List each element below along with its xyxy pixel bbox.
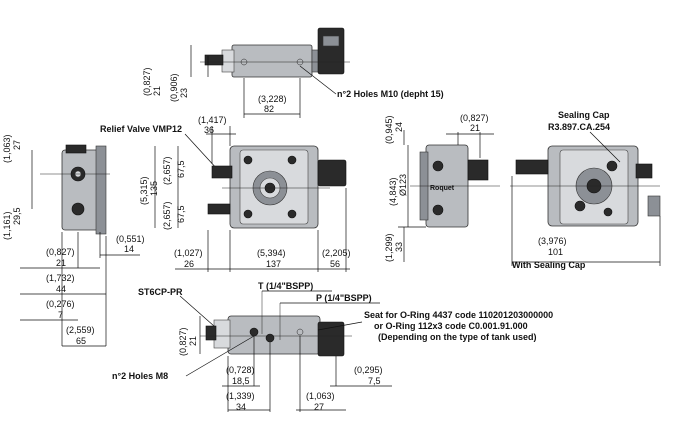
rear-plug [647, 195, 661, 217]
front-plug [207, 203, 231, 215]
front-w-mid-mm: 137 [266, 259, 281, 269]
front-top-in: (1,417) [198, 115, 227, 125]
sealing-cap-label: Sealing Cap [558, 110, 610, 120]
port-p-label: P (1/4"BSPP) [316, 293, 372, 303]
left-view-top-block [65, 144, 87, 154]
top-view-valve [204, 54, 224, 66]
front-top-mm: 36 [204, 125, 214, 135]
st6cp-label: ST6CP-PR [138, 287, 183, 297]
left-w2-in: (0,827) [46, 247, 75, 257]
front-h-lo-mm: 67,5 [176, 205, 186, 223]
left-w2-mm: 21 [56, 258, 66, 268]
left-w5-mm: 65 [76, 336, 86, 346]
with-sealing-cap-label: With Sealing Cap [512, 260, 586, 270]
left-h1-mm: 27 [12, 140, 22, 150]
bottom-h-in: (0,827) [178, 327, 188, 356]
left-h1-in: (1,063) [2, 134, 12, 163]
top-view: (0,827) 21 (0,906) 23 (3,228) 82 n°2 Hol… [142, 27, 444, 118]
front-w-left-mm: 26 [184, 259, 194, 269]
bottom-a-mm: 18,5 [232, 376, 250, 386]
top-d3-in: (3,228) [258, 94, 287, 104]
bottom-port-p [265, 333, 275, 343]
brand-label: Roquet [430, 185, 455, 192]
left-w3-in: (1,732) [46, 273, 75, 283]
side-view: Roquet (0,827) 21 (0,945) 24 (4,843) Ø12… [384, 113, 500, 262]
rear-view: Sealing Cap R3.897.CA.254 (3,976) 101 Wi… [510, 110, 661, 270]
side-dia-mm: Ø123 [398, 174, 408, 196]
left-w1-in: (0,551) [116, 234, 145, 244]
left-w5-in: (2,559) [66, 325, 95, 335]
side-h1-mm: 24 [394, 122, 404, 132]
front-view: Relief Valve VMP12 (1,417) 36 (5,315) 13… [100, 115, 351, 272]
seat-line2: or O-Ring 112x3 code C0.001.91.000 [374, 321, 528, 331]
bottom-solenoid [317, 321, 345, 357]
solenoid-connector [322, 35, 340, 47]
left-h2-in: (1,161) [2, 211, 12, 240]
side-top-mm: 21 [470, 123, 480, 133]
holes-m8-label: n°2 Holes M8 [112, 371, 168, 381]
bottom-b-in: (1,339) [226, 391, 255, 401]
bottom-port-t [249, 327, 259, 337]
port-t-label: T (1/4"BSPP) [258, 281, 313, 291]
bottom-d-mm: 7,5 [368, 376, 381, 386]
left-view-body [61, 149, 101, 231]
seat-line3: (Depending on the type of tank used) [378, 332, 537, 342]
top-d3-mm: 82 [264, 104, 274, 114]
rear-w-mm: 101 [548, 247, 563, 257]
holes-m10-label: n°2 Holes M10 (depht 15) [337, 89, 444, 99]
bottom-c-in: (1,063) [306, 391, 335, 401]
top-d1-in: (0,827) [142, 67, 152, 96]
left-view-flange [95, 145, 107, 235]
side-dia-in: (4,843) [388, 177, 398, 206]
relief-valve [211, 165, 233, 179]
bottom-a-in: (0,728) [226, 365, 255, 375]
top-view-left-flange [221, 49, 235, 73]
st6cp-plug [205, 325, 217, 341]
relief-valve-label: Relief Valve VMP12 [100, 124, 182, 134]
bottom-b-mm: 34 [236, 402, 246, 412]
left-port-lower [71, 202, 85, 216]
top-d2-in: (0,906) [169, 73, 179, 102]
front-w-left-in: (1,027) [174, 248, 203, 258]
rear-w-in: (3,976) [538, 236, 567, 246]
front-w-right-mm: 56 [330, 259, 340, 269]
bottom-view-body [227, 315, 321, 355]
bottom-view: ST6CP-PR T (1/4"BSPP) P (1/4"BSPP) Seat … [112, 281, 553, 412]
bottom-h-mm: 21 [188, 336, 198, 346]
front-h-up-mm: 67,5 [176, 160, 186, 178]
left-h2-mm: 29,5 [12, 207, 22, 225]
rear-solenoid [515, 159, 549, 175]
side-top-in: (0,827) [460, 113, 489, 123]
left-w3-mm: 44 [56, 284, 66, 294]
front-h-lo-in: (2,657) [162, 201, 172, 230]
side-h2-mm: 33 [394, 242, 404, 252]
top-d1-mm: 21 [152, 86, 162, 96]
front-solenoid [317, 159, 347, 187]
front-h-total-mm: 135 [149, 181, 159, 196]
side-fitting [467, 159, 489, 181]
solenoid-coil [317, 27, 345, 75]
top-d2-mm: 23 [179, 88, 189, 98]
bottom-d-in: (0,295) [354, 365, 383, 375]
top-view-body [231, 44, 313, 78]
bottom-c-mm: 27 [314, 402, 324, 412]
side-h1-in: (0,945) [384, 115, 394, 144]
front-w-mid-in: (5,394) [257, 248, 286, 258]
left-w4-mm: 7 [58, 310, 63, 320]
side-h2-in: (1,299) [384, 233, 394, 262]
sealing-cap [635, 163, 653, 179]
front-w-right-in: (2,205) [322, 248, 351, 258]
left-view: (1,063) 27 (1,161) 29,5 (0,551) 14 (0,82… [2, 134, 145, 347]
sealing-cap-code: R3.897.CA.254 [548, 122, 610, 132]
front-h-up-in: (2,657) [162, 156, 172, 185]
left-w4-in: (0,276) [46, 299, 75, 309]
left-w1-mm: 14 [124, 244, 134, 254]
seat-line1: Seat for O-Ring 4437 code 11020120300000… [364, 310, 553, 320]
front-h-total-in: (5,315) [139, 176, 149, 205]
